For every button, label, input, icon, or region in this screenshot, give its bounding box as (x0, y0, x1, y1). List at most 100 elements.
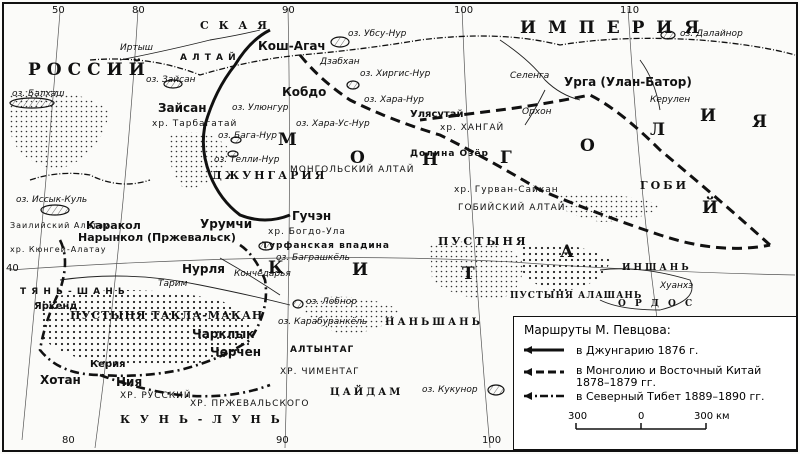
river-irtysh: Иртыш (120, 43, 154, 53)
lake-telli: оз. Телли-Нур (214, 155, 280, 165)
region-mongolia-o: О (350, 148, 371, 168)
range-tien-shan: Т Я Н Ь - Ш А Н Ь (20, 287, 126, 297)
region-china-i: И (352, 260, 375, 280)
lake-balkhash: оз. Балхаш (12, 89, 65, 99)
route-1876-line (201, 28, 291, 222)
river-dzabkhan: Дзабхан (320, 57, 360, 67)
lake-issyk: оз. Иссык-Куль (16, 195, 88, 205)
city-guchen: Гучэн (292, 209, 332, 223)
lakes (9, 30, 676, 396)
legend-arrow-solid (524, 346, 532, 354)
gobi-stipple-west (430, 241, 523, 300)
region-nanshan: НАНЬШАНЬ (385, 317, 483, 328)
lake-baga-shape (230, 136, 242, 144)
route-1889 (38, 239, 271, 398)
river-tarim: Тарим (158, 279, 188, 289)
lake-dalainor: оз. Далайнор (680, 29, 743, 39)
range-mong-altai: МОНГОЛЬСКИЙ АЛТАЙ (290, 165, 415, 175)
river-konche-line (219, 257, 281, 296)
range-khangai: хр. ХАНГАЙ (440, 123, 505, 133)
range-alatau: Заилийский Алатау (10, 221, 110, 230)
legend-item-1889: в Северный Тибет 1889–1890 гг. (576, 390, 765, 403)
grid-label-bottom-80: 80 (62, 435, 75, 446)
gobi-stipple-east (560, 193, 660, 222)
region-china-k: К (268, 258, 290, 278)
legend-scale-unit: км (716, 411, 730, 422)
grid-label-bottom-100: 100 (482, 435, 502, 446)
river-selenga-line (499, 39, 581, 101)
legend-scale-left: 300 (568, 411, 588, 422)
lake-lobnor-shape (292, 299, 304, 309)
russia-china-border (89, 35, 796, 76)
range-turfan: Турфанская впадина (262, 241, 390, 251)
river-konchedarya: Кончедарья (234, 269, 291, 279)
deserts (10, 90, 660, 366)
route-1878 (298, 54, 772, 250)
river-tarim-line (59, 275, 291, 306)
route-legend: Маршруты М. Певцова: в Джунгарию 1876 г.… (513, 316, 797, 450)
river-khuankhe-line (599, 268, 693, 311)
region-china-y: Й (702, 198, 725, 218)
region-russian-mid: С К А Я (200, 19, 270, 32)
lake-ubsu-shape (330, 36, 350, 48)
graticule (9, 7, 796, 449)
lake-khara-shape (346, 80, 360, 90)
dzungaria-stipple (169, 132, 230, 190)
region-mongolia-l: Л (650, 120, 672, 140)
city-kobdo: Кобдо (282, 85, 327, 99)
lake-bagrash-shape (258, 241, 274, 251)
grid-label-left-40: 40 (6, 263, 19, 274)
river-khuankhe: Хуанхэ (660, 281, 694, 291)
rivers (59, 29, 693, 311)
river-orkhon: Орхон (522, 107, 552, 117)
river-irtysh-line (119, 29, 261, 61)
city-uliasutai: Улясутай (410, 109, 464, 120)
region-china-t: Т (462, 264, 481, 284)
river-kerulen: Керулен (650, 95, 691, 105)
river-orkhon-line (524, 89, 546, 126)
border-west (29, 172, 151, 185)
river-selenga: Селенга (510, 71, 550, 81)
range-valley: Долина Озёр (410, 149, 489, 159)
lobnor-stipple (300, 296, 400, 335)
legend-item-1876: в Джунгарию 1876 г. (576, 344, 699, 357)
balkhash-stipple (10, 90, 110, 170)
region-inshan: ИНШАНЬ (622, 263, 692, 273)
region-mongolia-n: Н (422, 150, 445, 170)
grid-label-top-50: 50 (52, 5, 65, 16)
city-karakol: Каракол (86, 219, 141, 232)
region-mongolia-m: М (278, 130, 303, 150)
range-gurvan: хр. Гурван-Сайхан (454, 185, 559, 195)
city-cherchen: Черчен (210, 345, 262, 359)
region-dzungaria: ДЖУНГАРИЯ (212, 169, 328, 182)
range-gobi-altai: ГОБИЙСКИЙ АЛТАЙ (458, 203, 566, 213)
region-tsaidam: ЦАЙДАМ (330, 387, 404, 398)
grid-label-top-110: 110 (620, 5, 640, 16)
range-konguey: хр. Кюнгей-Алатау (10, 245, 107, 254)
legend-item-1878: в Монголию и Восточный Китай 1878–1879 г… (576, 364, 762, 389)
city-zaysan: Зайсан (158, 101, 207, 115)
region-gobi: ГОБИ (640, 179, 689, 192)
alashan-stipple (520, 244, 610, 292)
legend-arrow-dashdot (524, 392, 532, 400)
legend-graphics (524, 346, 707, 430)
route-1878-main (298, 54, 771, 250)
legend-arrow-dashed (524, 368, 532, 376)
route-1889-main (38, 239, 268, 378)
city-yarkend: Яркенд (34, 301, 78, 312)
lake-zaisan-shape (163, 79, 183, 89)
range-altyntag: АЛТЫНТАГ (290, 345, 355, 355)
route-1878-return (419, 93, 772, 247)
region-empire-right: И М П Е Р И Я (520, 18, 703, 38)
city-nurlya: Нурля (182, 262, 225, 276)
region-russian-left: РОССИЙ (28, 60, 151, 80)
lake-khara: оз. Хара-Нур (364, 95, 424, 105)
lake-ulyungur: оз. Улюнгур (232, 103, 289, 113)
city-charklyk: Чарклык (192, 327, 255, 341)
grid-label-bottom-90: 90 (276, 435, 289, 446)
lake-lobnor: оз. Лобнор (306, 297, 357, 307)
lake-karaburan: оз. Карабуранкёль (278, 317, 368, 327)
